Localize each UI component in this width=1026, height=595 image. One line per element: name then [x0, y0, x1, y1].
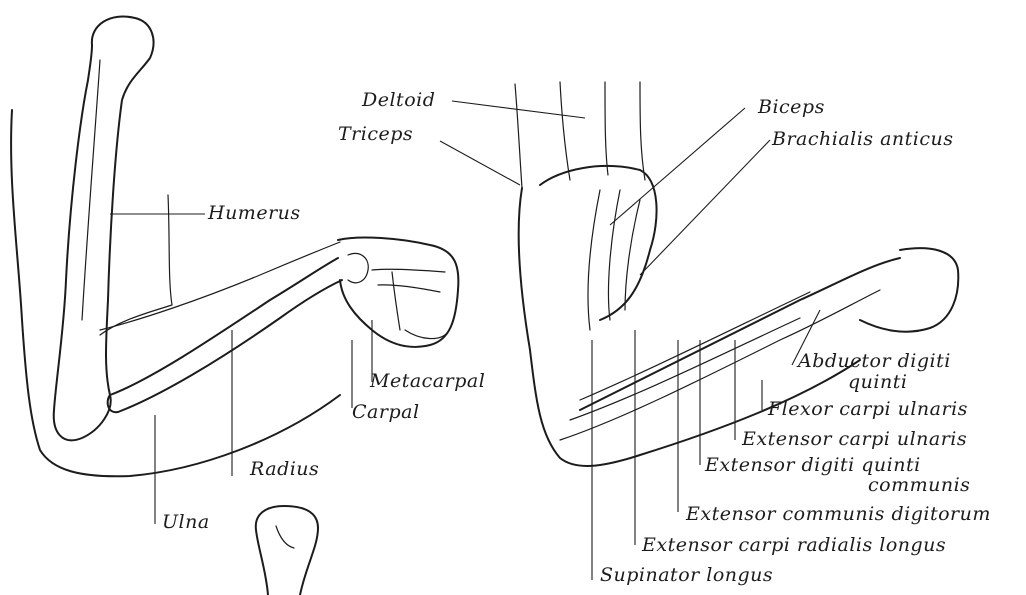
label-abductor-digiti-quinti-line1: Abductor digiti [798, 352, 951, 371]
label-abductor-digiti-quinti-line2: quinti [848, 373, 907, 392]
humerus-bone [54, 17, 154, 441]
label-triceps: Triceps [338, 125, 413, 144]
label-humerus: Humerus [208, 204, 301, 223]
label-extensor-digiti-quinti-line1: Extensor digiti quinti [705, 456, 921, 475]
label-ulna: Ulna [162, 513, 210, 532]
label-supinator-longus: Supinator longus [600, 566, 773, 585]
label-flexor-carpi-ulnaris: Flexor carpi ulnaris [768, 400, 968, 419]
label-extensor-carpi-radialis-longus: Extensor carpi radialis longus [642, 536, 946, 555]
label-biceps: Biceps [758, 98, 825, 117]
hand-bones [338, 238, 458, 347]
arm-outline-left [11, 110, 340, 476]
radius-ulna-bones [100, 242, 342, 412]
label-extensor-communis-digitorum: Extensor communis digitorum [686, 505, 991, 524]
label-radius: Radius [250, 460, 319, 479]
label-carpal: Carpal [352, 403, 420, 422]
label-deltoid: Deltoid [362, 91, 435, 110]
label-brachialis-anticus: Brachialis anticus [772, 130, 954, 149]
label-metacarpal: Metacarpal [370, 372, 485, 391]
label-extensor-digiti-quinti-line2: communis [868, 476, 970, 495]
label-extensor-carpi-ulnaris: Extensor carpi ulnaris [742, 430, 967, 449]
bone-cross-section [256, 506, 318, 595]
